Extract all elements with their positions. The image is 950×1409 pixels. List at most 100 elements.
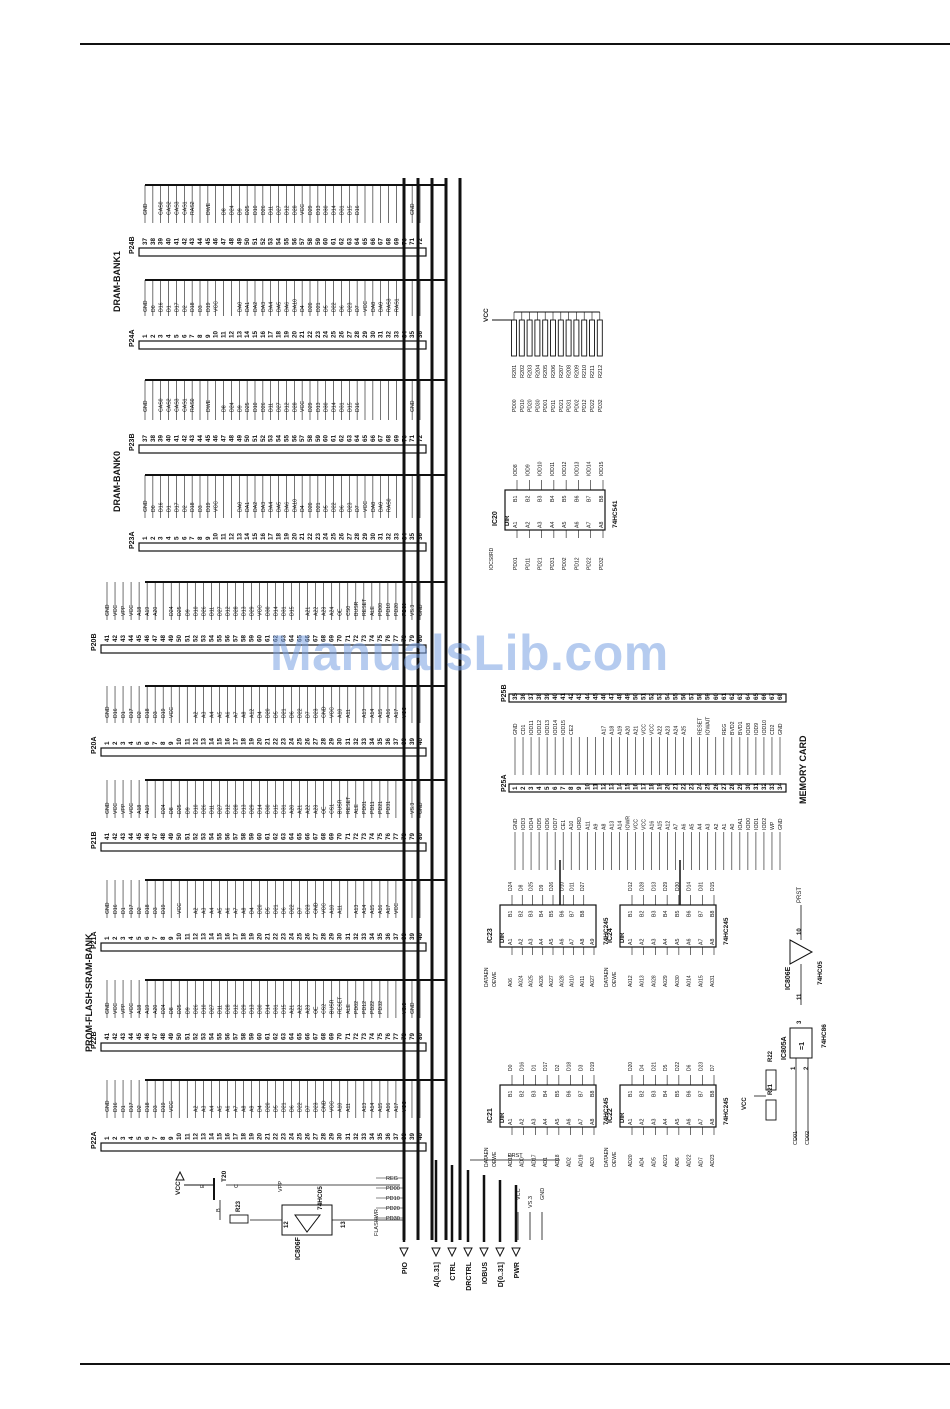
- pin-signal: DA0: [237, 502, 243, 512]
- pin-signal: VCC: [394, 903, 400, 914]
- ic-a-pin: A8: [710, 1118, 716, 1125]
- pin-number: 38: [150, 237, 157, 245]
- pin-number: 80: [417, 1032, 424, 1040]
- pin-signal: A4: [209, 1106, 215, 1112]
- pin-number: 52: [192, 634, 199, 642]
- pin-number: 23: [689, 782, 696, 790]
- pin-number: 68: [386, 237, 393, 245]
- pin-signal: A22: [298, 1005, 304, 1014]
- pin-signal: GND: [105, 706, 111, 718]
- pin-signal: IOWR: [625, 816, 631, 830]
- ic-a-net: PD22: [587, 557, 593, 570]
- pin-number: 42: [112, 832, 119, 840]
- pin-number: 11: [184, 1133, 191, 1140]
- pin-signal: PD10: [386, 603, 392, 616]
- bus-port-3: [463, 1247, 473, 1258]
- pin-number: 1: [142, 334, 149, 338]
- pin-signal: A12: [249, 709, 255, 718]
- pin-signal: D11: [209, 607, 215, 616]
- gate-pin: 2: [804, 1066, 810, 1070]
- pin-number: 46: [144, 1032, 151, 1040]
- resistor-net: PD22: [590, 399, 596, 412]
- pin-number: 59: [248, 1032, 255, 1040]
- pin-number: 5: [136, 1136, 143, 1140]
- pin-signal: REG: [722, 724, 728, 735]
- pin-signal: A6: [682, 824, 688, 830]
- ic-b-net: D25: [529, 882, 535, 891]
- pin-signal: D15: [274, 804, 280, 814]
- ic-a-net: A028: [559, 975, 565, 987]
- ic-b-pin: B4: [543, 1090, 549, 1097]
- pin-number: 13: [236, 532, 243, 540]
- pin-number: 76: [385, 832, 392, 840]
- pin-number: 68: [386, 434, 393, 442]
- pin-number: 45: [205, 434, 212, 442]
- pin-signal: PD02: [354, 1001, 360, 1014]
- pin-signal: DA8: [371, 502, 377, 512]
- ic-a-pin: A7: [698, 938, 704, 945]
- resistor-R209: [573, 319, 580, 357]
- pin-number: 55: [216, 832, 223, 840]
- pin-signal: D2: [182, 305, 188, 312]
- pin-number: 60: [256, 634, 263, 642]
- pin-number: 10: [584, 782, 591, 790]
- pin-signal: D9: [237, 208, 243, 215]
- pin-signal: A25: [682, 726, 688, 735]
- ic-id: IC23: [487, 928, 494, 943]
- pin-signal: D21: [274, 904, 280, 914]
- ic-a-pin: A6: [687, 938, 693, 945]
- gate-pin: 13: [341, 1221, 347, 1228]
- pin-number: 44: [128, 832, 135, 840]
- pin-signal: A13: [609, 821, 615, 830]
- connector-box-P23B: [138, 444, 427, 454]
- pin-number: 7: [189, 334, 196, 338]
- pin-number: 35: [377, 932, 384, 940]
- pin-signal: A11: [338, 905, 344, 914]
- ic-a-net: A015: [698, 975, 704, 987]
- pin-number: 9: [168, 936, 175, 940]
- pin-signal: A21: [290, 1005, 296, 1014]
- ic-b-net: D30: [675, 882, 681, 891]
- resistor-net: PD11: [551, 400, 557, 412]
- ic-a-pin: A6: [567, 1118, 573, 1125]
- pin-signal: A3: [201, 712, 207, 718]
- pin-number: 8: [160, 936, 167, 940]
- gate-ic805a: [789, 1027, 813, 1059]
- pin-number: 32: [353, 1132, 360, 1140]
- pin-signal: A14: [362, 905, 368, 914]
- pin-signal: D5: [324, 505, 330, 512]
- pin-signal: ALE: [346, 1004, 352, 1014]
- pin-number: 76: [385, 1032, 392, 1040]
- pin-number: 49: [168, 634, 175, 642]
- ic-a-net: PD01: [513, 557, 519, 570]
- pin-number: 17: [232, 1132, 239, 1140]
- pin-signal: D7: [306, 711, 312, 718]
- pin-number: 19: [283, 532, 290, 540]
- pin-signal: D11: [269, 403, 275, 412]
- pin-number: 53: [268, 237, 275, 245]
- ic-b-pin: B3: [651, 910, 657, 917]
- pin-signal: GND: [105, 902, 111, 914]
- pin-signal: GND: [418, 604, 424, 616]
- ic-part: 74HC245: [723, 917, 730, 945]
- connector-id: P21B: [91, 831, 98, 849]
- ic-ctrl-net: DATAEN: [484, 1147, 490, 1167]
- ic-b-net: D20: [628, 1062, 634, 1071]
- pin-signal: D10: [193, 804, 199, 814]
- pin-signal: D24: [161, 1004, 167, 1014]
- pin-signal: D15: [347, 402, 353, 412]
- pio-label: PD30: [386, 1216, 400, 1222]
- pin-number: 35: [409, 532, 416, 540]
- pin-number: 28: [321, 737, 328, 745]
- pin-signal: D10: [193, 606, 199, 616]
- connector-id: P25A: [501, 774, 508, 792]
- pin-signal: D28: [292, 402, 298, 412]
- pin-number: 57: [232, 832, 239, 840]
- resistor-net: PD31: [567, 399, 573, 412]
- pin-signal: A14: [370, 1103, 376, 1112]
- pin-signal: D4: [249, 907, 255, 914]
- pin-number: 62: [273, 1032, 280, 1040]
- pin-signal: D2: [137, 1105, 143, 1112]
- pin-number: 36: [385, 932, 392, 940]
- pin-signal: D1: [167, 305, 173, 312]
